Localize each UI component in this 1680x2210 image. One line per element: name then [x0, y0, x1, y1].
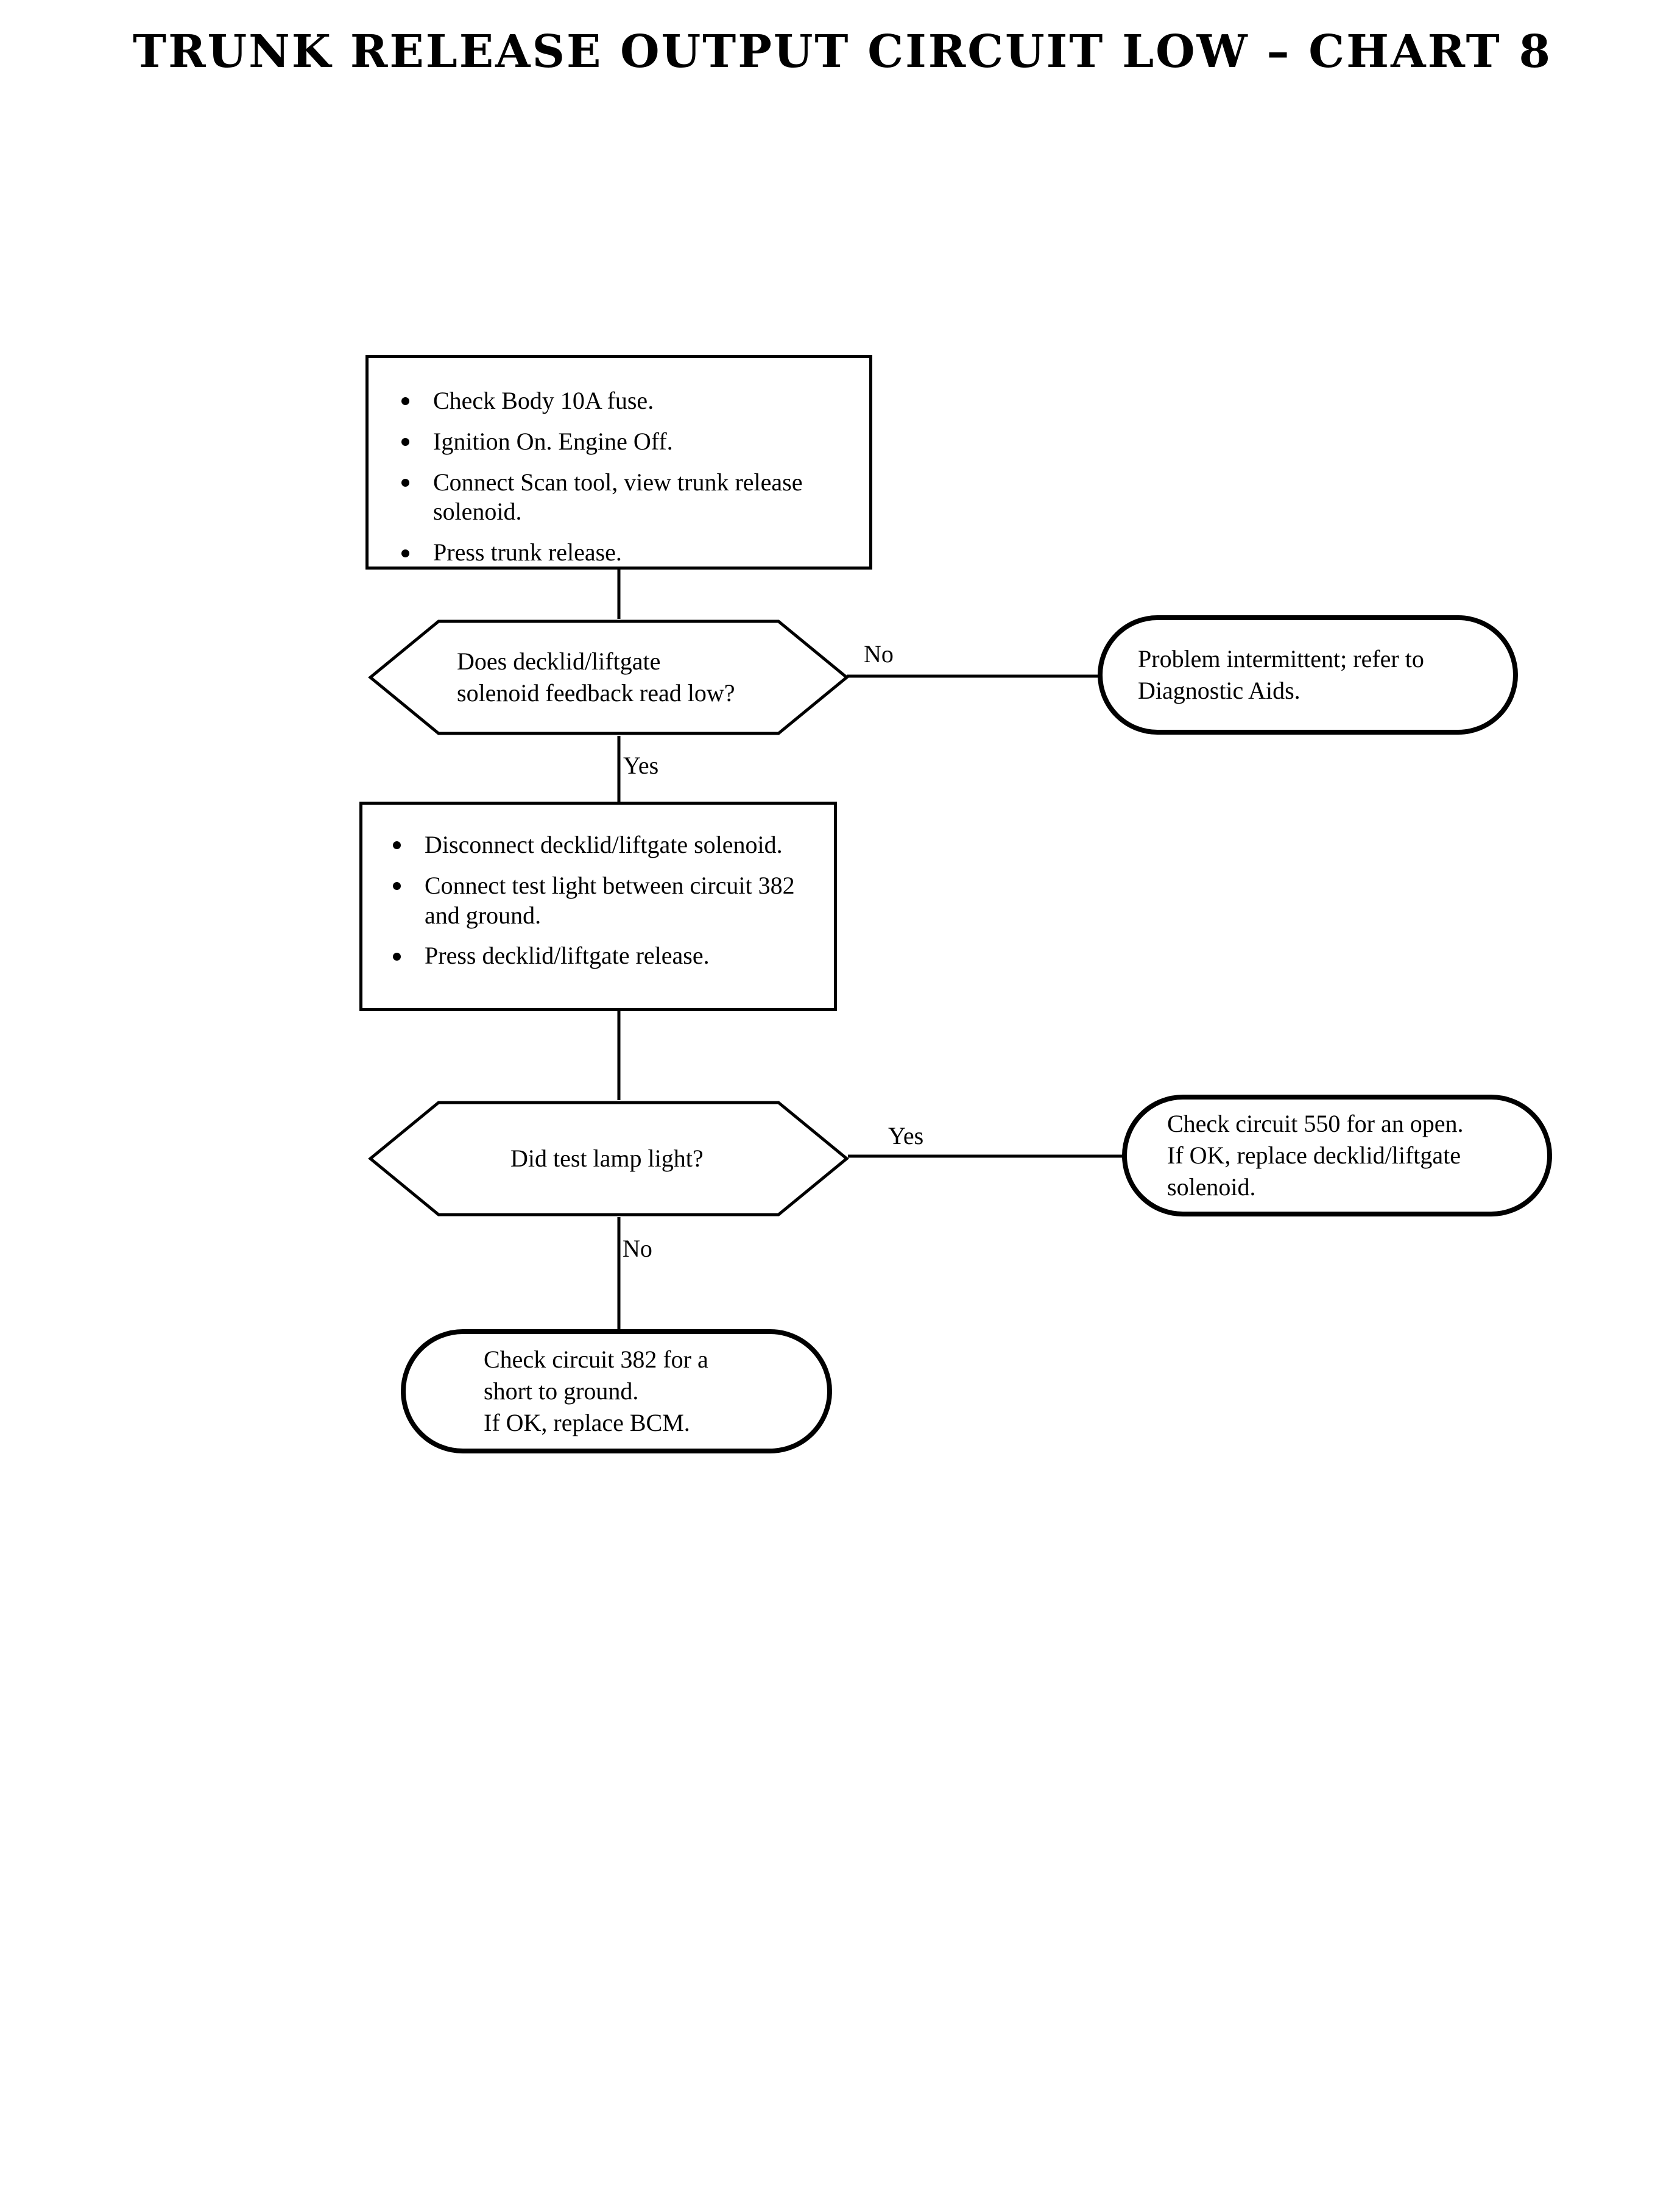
terminator-line-2: If OK, replace decklid/liftgate [1167, 1142, 1461, 1169]
list-item: Check Body 10A fuse. [384, 386, 853, 416]
terminator-check-circuit-550: Check circuit 550 for an open. If OK, re… [1122, 1095, 1552, 1216]
decision-did-test-lamp-light: Did test lamp light? [368, 1099, 849, 1218]
list-item-label: Connect test light between circuit 382 a… [425, 871, 795, 929]
list-item: Connect Scan tool, view trunk release so… [384, 468, 853, 528]
decision-line-2: solenoid feedback read low? [457, 679, 735, 707]
list-item-label: Ignition On. Engine Off. [433, 427, 673, 455]
terminator-line-3: If OK, replace BCM. [484, 1409, 690, 1436]
terminator-line-3: solenoid. [1167, 1173, 1256, 1201]
list-item: Ignition On. Engine Off. [384, 427, 853, 457]
bullet-dot-icon [393, 952, 401, 961]
edge-label-decision1-no: No [864, 640, 894, 668]
process-box-test-light: Disconnect decklid/liftgate solenoid. Co… [359, 802, 837, 1011]
list-item: Press decklid/liftgate release. [376, 941, 821, 971]
list-item-label: Check Body 10A fuse. [433, 387, 654, 414]
bullet-dot-icon [393, 841, 401, 850]
terminator-line-2: short to ground. [484, 1377, 639, 1405]
bullet-dot-icon [393, 882, 401, 891]
bullet-dot-icon [401, 478, 409, 487]
bullet-list: Disconnect decklid/liftgate solenoid. Co… [376, 830, 821, 971]
terminator-line-1: Problem intermittent; refer to [1138, 645, 1424, 673]
edge-label-decision2-no: No [623, 1235, 652, 1262]
decision-solenoid-feedback-low: Does decklid/liftgate solenoid feedback … [368, 618, 849, 737]
list-item-label: Connect Scan tool, view trunk release so… [433, 468, 803, 526]
list-item-label: Press trunk release. [433, 538, 622, 567]
page-title: TRUNK RELEASE OUTPUT CIRCUIT LOW – CHART… [133, 26, 1552, 78]
list-item-label: Press decklid/liftgate release. [425, 942, 710, 970]
hexagon-shape [368, 1101, 849, 1216]
edge-label-decision2-yes: Yes [888, 1122, 924, 1149]
list-item: Connect test light between circuit 382 a… [376, 871, 821, 931]
terminator-check-circuit-382: Check circuit 382 for a short to ground.… [401, 1329, 832, 1453]
terminator-problem-intermittent: Problem intermittent; refer to Diagnosti… [1098, 615, 1518, 735]
decision-text: Does decklid/liftgate solenoid feedback … [368, 618, 849, 737]
list-item: Disconnect decklid/liftgate solenoid. [376, 830, 821, 860]
terminator-line-1: Check circuit 382 for a [484, 1346, 708, 1373]
decision-text: Did test lamp light? [368, 1099, 849, 1218]
edge-label-decision1-yes: Yes [623, 752, 659, 779]
hexagon-shape [368, 620, 849, 735]
terminator-line-2: Diagnostic Aids. [1138, 677, 1301, 704]
list-item: Press trunk release. [384, 538, 853, 568]
process-box-initial-checks: Check Body 10A fuse. Ignition On. Engine… [365, 355, 872, 570]
bullet-list: Check Body 10A fuse. Ignition On. Engine… [384, 386, 853, 568]
bullet-dot-icon [401, 397, 409, 406]
terminator-line-1: Check circuit 550 for an open. [1167, 1110, 1464, 1137]
decision-line-1: Did test lamp light? [510, 1145, 704, 1172]
decision-line-1: Does decklid/liftgate [457, 648, 661, 675]
list-item-label: Disconnect decklid/liftgate solenoid. [425, 831, 783, 858]
bullet-dot-icon [401, 549, 409, 557]
bullet-dot-icon [401, 438, 409, 447]
